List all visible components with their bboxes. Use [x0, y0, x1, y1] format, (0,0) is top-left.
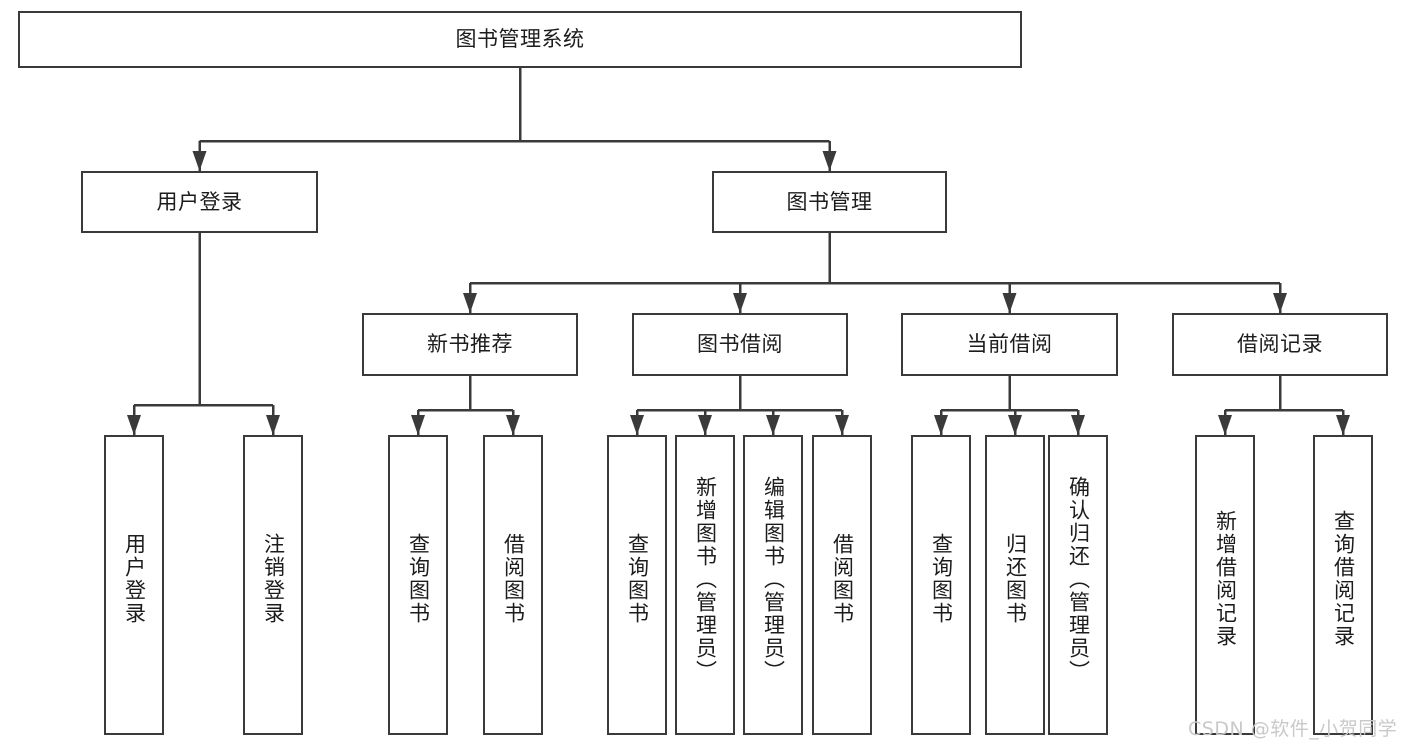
node-leaf-rec-1[interactable]: 新增借阅记录	[1195, 435, 1255, 735]
node-leaf-borrow-3[interactable]: 编辑图书（管理员）	[743, 435, 803, 735]
node-label: 注销登录	[261, 533, 286, 625]
node-label: 编辑图书（管理员）	[761, 476, 786, 683]
node-leaf-borrow-4[interactable]: 借阅图书	[812, 435, 872, 735]
node-leaf-new-2[interactable]: 借阅图书	[483, 435, 543, 735]
node-borrow[interactable]: 图书借阅	[632, 313, 848, 376]
node-label: 查询借阅记录	[1331, 510, 1356, 648]
node-label: 用户登录	[156, 189, 243, 214]
node-root[interactable]: 图书管理系统	[18, 11, 1022, 68]
node-leaf-borrow-1[interactable]: 查询图书	[607, 435, 667, 735]
node-leaf-new-1[interactable]: 查询图书	[388, 435, 448, 735]
node-label: 新增图书（管理员）	[693, 476, 718, 683]
node-label: 新书推荐	[427, 332, 513, 357]
node-leaf-rec-2[interactable]: 查询借阅记录	[1313, 435, 1373, 735]
node-leaf-login-1[interactable]: 用户登录	[104, 435, 164, 735]
node-label: 归还图书	[1003, 533, 1028, 625]
node-label: 确认归还（管理员）	[1066, 476, 1091, 683]
node-current[interactable]: 当前借阅	[901, 313, 1118, 376]
node-label: 借阅记录	[1237, 332, 1323, 357]
node-label: 查询图书	[406, 533, 431, 625]
node-label: 查询图书	[625, 533, 650, 625]
node-leaf-cur-3[interactable]: 确认归还（管理员）	[1048, 435, 1108, 735]
node-label: 新增借阅记录	[1213, 510, 1238, 648]
node-label: 查询图书	[929, 533, 954, 625]
node-label: 用户登录	[122, 533, 147, 625]
node-records[interactable]: 借阅记录	[1172, 313, 1388, 376]
node-login[interactable]: 用户登录	[81, 171, 318, 233]
node-newbook[interactable]: 新书推荐	[362, 313, 578, 376]
node-leaf-cur-2[interactable]: 归还图书	[985, 435, 1045, 735]
node-label: 借阅图书	[830, 533, 855, 625]
node-bookmgmt[interactable]: 图书管理	[712, 171, 947, 233]
node-leaf-cur-1[interactable]: 查询图书	[911, 435, 971, 735]
node-label: 图书管理	[786, 189, 873, 214]
node-leaf-borrow-2[interactable]: 新增图书（管理员）	[675, 435, 735, 735]
node-label: 图书借阅	[697, 332, 783, 357]
node-leaf-login-2[interactable]: 注销登录	[243, 435, 303, 735]
node-label: 图书管理系统	[455, 27, 585, 52]
node-label: 借阅图书	[501, 533, 526, 625]
node-label: 当前借阅	[966, 332, 1053, 357]
